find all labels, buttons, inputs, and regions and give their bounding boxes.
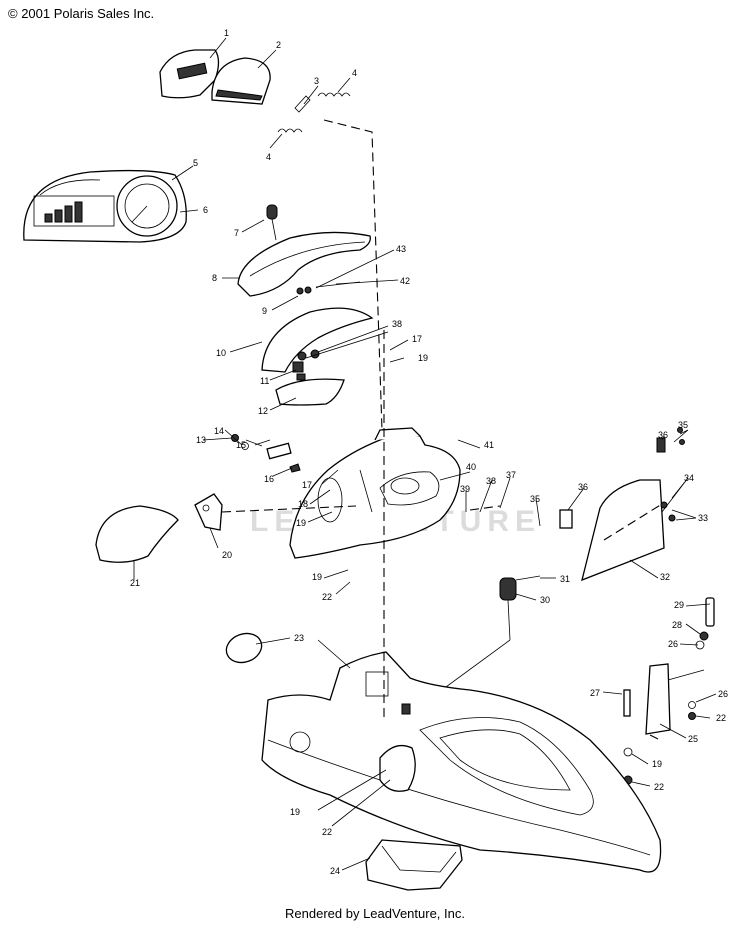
leader-lines bbox=[133, 37, 717, 871]
callout-1: 1 bbox=[224, 28, 229, 38]
part-bezel[interactable] bbox=[159, 49, 271, 105]
callout-38a: 38 bbox=[392, 319, 402, 329]
callout-42: 42 bbox=[400, 276, 410, 286]
callout-12: 12 bbox=[258, 406, 268, 416]
callout-33: 33 bbox=[698, 513, 708, 523]
callout-22c: 22 bbox=[654, 782, 664, 792]
callout-8: 8 bbox=[212, 273, 217, 283]
part-mirror[interactable] bbox=[95, 493, 223, 563]
callout-17b: 17 bbox=[302, 480, 312, 490]
callout-24: 24 bbox=[330, 866, 340, 876]
callout-28: 28 bbox=[672, 620, 682, 630]
callout-31: 31 bbox=[560, 574, 570, 584]
callout-11: 11 bbox=[260, 376, 269, 386]
callout-27: 27 bbox=[590, 688, 600, 698]
footer-text: Rendered by LeadVenture, Inc. bbox=[285, 906, 465, 921]
callout-26b: 26 bbox=[718, 689, 728, 699]
callout-15: 15 bbox=[236, 440, 246, 450]
callout-36a: 36 bbox=[658, 430, 668, 440]
callout-5: 5 bbox=[193, 158, 198, 168]
callout-25: 25 bbox=[688, 734, 698, 744]
callout-29: 29 bbox=[674, 600, 684, 610]
callout-9: 9 bbox=[262, 306, 267, 316]
part-hull[interactable] bbox=[261, 651, 662, 873]
callout-23: 23 bbox=[294, 633, 304, 643]
callout-16: 16 bbox=[264, 474, 274, 484]
part-mount-bracket[interactable] bbox=[365, 839, 463, 891]
callout-35a: 35 bbox=[678, 420, 688, 430]
callout-19d: 19 bbox=[652, 759, 662, 769]
callout-7: 7 bbox=[234, 228, 239, 238]
callout-3: 3 bbox=[314, 76, 319, 86]
callout-30: 30 bbox=[540, 595, 550, 605]
callout-4b: 4 bbox=[266, 152, 271, 162]
callout-4: 4 bbox=[352, 68, 357, 78]
callout-40: 40 bbox=[466, 462, 476, 472]
callout-43: 43 bbox=[396, 244, 406, 254]
part-side-panel[interactable] bbox=[559, 427, 685, 582]
part-throttle-cover[interactable] bbox=[237, 204, 371, 297]
copyright-text: © 2001 Polaris Sales Inc. bbox=[8, 6, 155, 21]
callout-22a: 22 bbox=[322, 592, 332, 602]
part-gasket[interactable] bbox=[261, 307, 374, 406]
part-steering-housing[interactable] bbox=[289, 427, 461, 559]
callout-18: 18 bbox=[298, 499, 308, 509]
callout-labels: 1 2 3 4 4 5 6 7 8 9 10 11 12 13 14 15 16… bbox=[130, 28, 728, 876]
part-springs[interactable] bbox=[277, 92, 351, 133]
callout-36b: 36 bbox=[578, 482, 588, 492]
callout-17: 17 bbox=[412, 334, 422, 344]
callout-22b: 22 bbox=[716, 713, 726, 723]
callout-13: 13 bbox=[196, 435, 206, 445]
part-bracket[interactable] bbox=[623, 597, 715, 785]
callout-19b: 19 bbox=[296, 518, 306, 528]
callout-41: 41 bbox=[484, 440, 494, 450]
callout-34: 34 bbox=[684, 473, 694, 483]
callout-38b: 38 bbox=[486, 476, 496, 486]
callout-19c: 19 bbox=[312, 572, 322, 582]
part-gauge-cluster[interactable] bbox=[23, 169, 187, 243]
callout-2: 2 bbox=[276, 40, 281, 50]
callout-39: 39 bbox=[460, 484, 470, 494]
part-switch[interactable] bbox=[389, 575, 541, 729]
callout-10: 10 bbox=[216, 348, 226, 358]
callout-22d: 22 bbox=[322, 827, 332, 837]
callout-21: 21 bbox=[130, 578, 140, 588]
callout-20: 20 bbox=[222, 550, 232, 560]
callout-35b: 35 bbox=[530, 494, 540, 504]
callout-19a: 19 bbox=[418, 353, 428, 363]
callout-6: 6 bbox=[203, 205, 208, 215]
callout-32: 32 bbox=[660, 572, 670, 582]
alignment-lines bbox=[221, 119, 663, 741]
callout-19e: 19 bbox=[290, 807, 300, 817]
callout-14: 14 bbox=[214, 426, 224, 436]
callout-37: 37 bbox=[506, 470, 516, 480]
part-decal-disc[interactable] bbox=[222, 629, 265, 668]
callout-26a: 26 bbox=[668, 639, 678, 649]
